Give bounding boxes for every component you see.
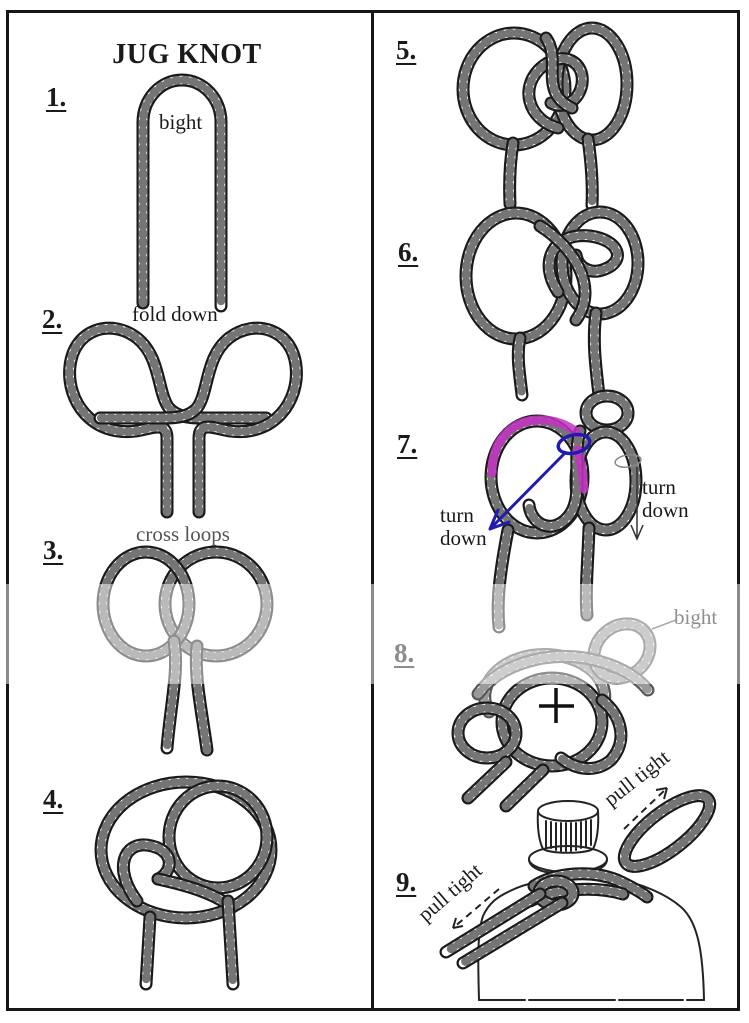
step-7-number: 7. [397,429,418,459]
step-3-label: cross loops [136,522,230,546]
bight-leader-line [651,619,677,630]
pull-tight-arrowhead-right [655,787,668,800]
bottle-cap-top [537,800,599,822]
step-1-label: bight [159,110,203,134]
step-9-number: 9. [396,867,417,897]
step-2-number: 2. [42,304,63,334]
jug-bottle [477,800,705,1001]
turn-down-label-right: turn down [642,475,689,522]
bottle-cap-side [536,810,600,854]
blue-circle-marker [556,432,592,456]
column-divider [371,10,374,1011]
step-5-number: 5. [396,35,417,65]
pull-tight-arrow-right [623,787,668,830]
step9-annotations [452,787,668,929]
magenta-highlight-arc [487,415,582,478]
step-4-number: 4. [43,784,64,814]
pull-tight-arrow-left [452,888,500,929]
blue-turn-down-arrow [488,451,567,531]
step-6-number: 6. [398,237,419,267]
plus-marker [539,688,574,723]
rope-drawings [70,28,720,984]
step-1-number: 1. [46,82,67,112]
pull-tight-arrowhead-left [452,917,464,929]
step-8-number: 8. [394,638,415,668]
step-8-bight-label: bight [674,605,718,629]
step7-annotations [487,415,644,541]
bottle-cap-ribs [545,819,592,852]
turn-down-label-left: turn down [440,503,487,550]
rotation-hint-ellipse [614,454,642,468]
step-3-number: 3. [43,535,64,565]
turn-down-arrow [630,467,644,541]
page-title: JUG KNOT [112,39,262,70]
step-2-label: fold down [132,302,218,326]
